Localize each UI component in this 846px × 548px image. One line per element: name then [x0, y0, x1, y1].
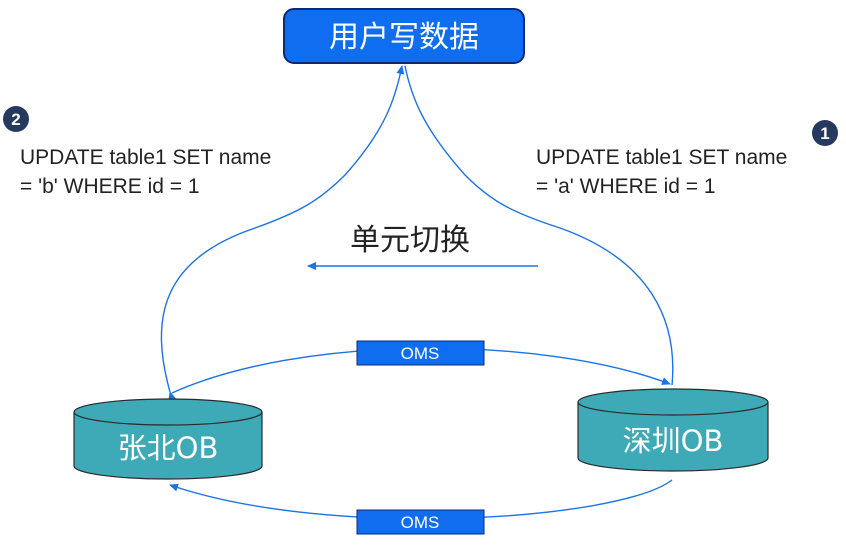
- db-shenzhen-label: 深圳OB: [623, 424, 724, 458]
- oms-top-box: OMS: [356, 340, 485, 366]
- step-1-badge: [812, 120, 838, 146]
- step-2-sql-line2: = 'b' WHERE id = 1: [20, 175, 200, 198]
- db-zhangbei: 张北OB: [73, 398, 263, 480]
- oms-top-label: OMS: [401, 344, 440, 363]
- oms-bottom-label: OMS: [401, 513, 440, 532]
- step-2-number: 2: [11, 110, 20, 129]
- db-shenzhen: 深圳OB: [577, 388, 769, 472]
- step-2-sql-line1: UPDATE table1 SET name: [20, 146, 271, 169]
- step-2-badge: [3, 106, 29, 132]
- step-1-sql-line2: = 'a' WHERE id = 1: [536, 175, 716, 198]
- db-zhangbei-label: 张北OB: [118, 431, 219, 465]
- write-path-left: [160, 65, 405, 401]
- step-2: 2 UPDATE table1 SET name = 'b' WHERE id …: [3, 106, 271, 198]
- step-1-number: 1: [820, 124, 829, 143]
- write-path-right: [404, 65, 674, 386]
- client-node: 用户写数据: [283, 8, 525, 64]
- switch-label: 单元切换: [350, 223, 470, 258]
- oms-bottom-box: OMS: [356, 509, 485, 535]
- step-1: 1 UPDATE table1 SET name = 'a' WHERE id …: [536, 120, 838, 198]
- step-1-sql-line1: UPDATE table1 SET name: [536, 146, 787, 169]
- client-label: 用户写数据: [329, 20, 479, 55]
